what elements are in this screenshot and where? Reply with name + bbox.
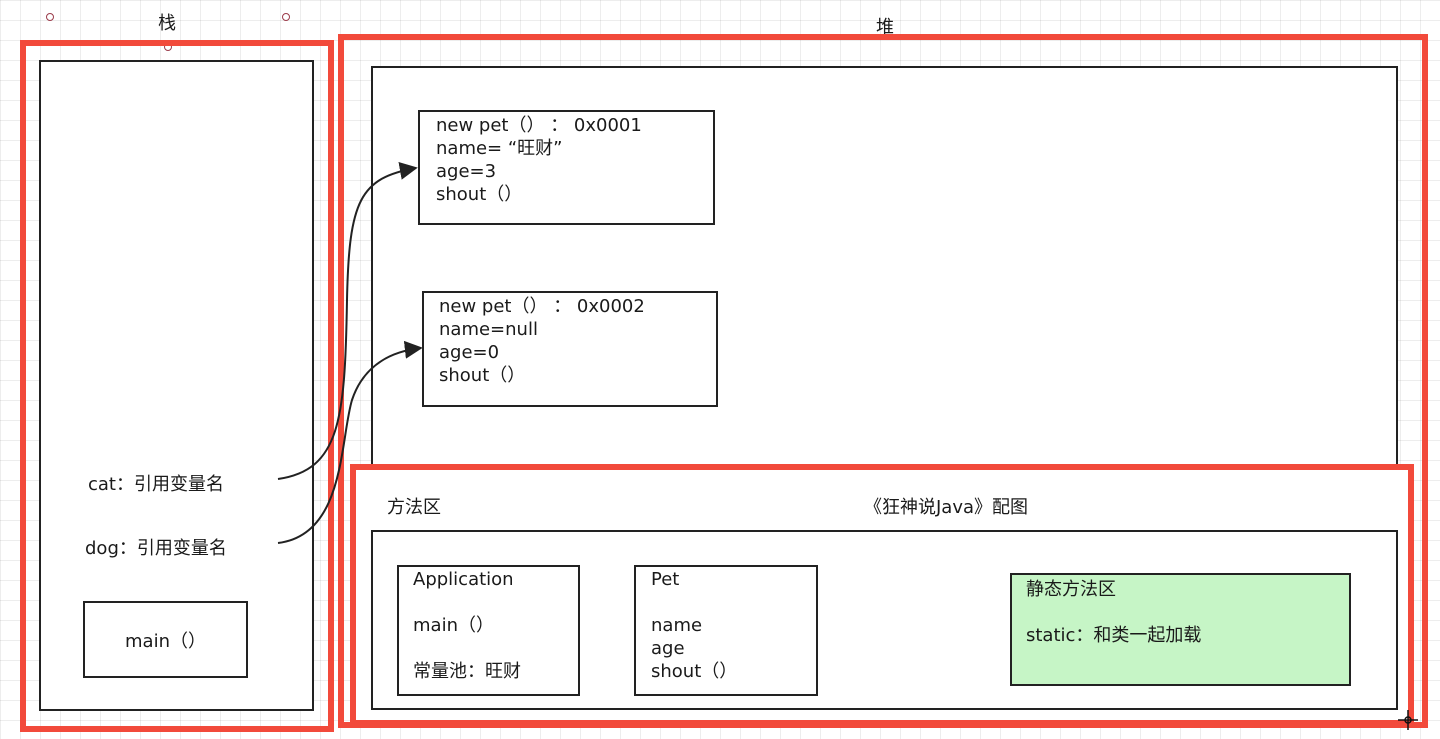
class-pet-line: name xyxy=(651,615,703,636)
class-pet-line: age xyxy=(651,638,685,659)
stack-title: 栈 xyxy=(158,13,176,34)
static-method-area[interactable]: 静态方法区 static：和类一起加载 xyxy=(1010,573,1351,686)
class-pet-line: shout（） xyxy=(651,661,738,682)
main-frame-label: main（） xyxy=(125,630,206,652)
class-pet[interactable]: Pet name age shout（） xyxy=(634,565,818,696)
obj1-line: shout（） xyxy=(436,184,523,205)
heap-title: 堆 xyxy=(876,17,894,38)
heap-object-0x0002[interactable]: new pet（） ： 0x0002 name=null age=0 shout… xyxy=(422,291,718,407)
class-application-line: main（） xyxy=(413,615,494,636)
class-application-line: Application xyxy=(413,569,514,590)
selection-handle[interactable] xyxy=(46,13,54,21)
class-pet-line: Pet xyxy=(651,569,680,590)
obj1-line: age=3 xyxy=(436,161,497,182)
method-area-caption: 《狂神说Java》配图 xyxy=(864,497,1029,518)
main-frame-box[interactable]: main（） xyxy=(83,601,248,678)
obj2-line: new pet（） ： 0x0002 xyxy=(439,296,645,317)
obj2-line: name=null xyxy=(439,319,538,340)
obj1-line: name= “旺财” xyxy=(436,138,563,159)
obj2-line: age=0 xyxy=(439,342,500,363)
heap-object-0x0001[interactable]: new pet（） ： 0x0001 name= “旺财” age=3 shou… xyxy=(418,110,715,225)
class-application[interactable]: Application main（） 常量池：旺财 xyxy=(397,565,580,696)
obj2-line: shout（） xyxy=(439,365,526,386)
static-area-text: static：和类一起加载 xyxy=(1026,625,1202,646)
static-area-title: 静态方法区 xyxy=(1026,579,1116,600)
cat-reference-arrow xyxy=(277,161,418,480)
class-application-line: 常量池：旺财 xyxy=(413,661,521,682)
stack-highlight-frame xyxy=(20,40,334,732)
dog-reference-arrow xyxy=(277,340,423,544)
dog-variable: dog：引用变量名 xyxy=(85,538,227,559)
method-area-title: 方法区 xyxy=(387,497,441,518)
cat-variable: cat：引用变量名 xyxy=(88,474,224,495)
selection-handle[interactable] xyxy=(282,13,290,21)
obj1-line: new pet（） ： 0x0001 xyxy=(436,115,642,136)
